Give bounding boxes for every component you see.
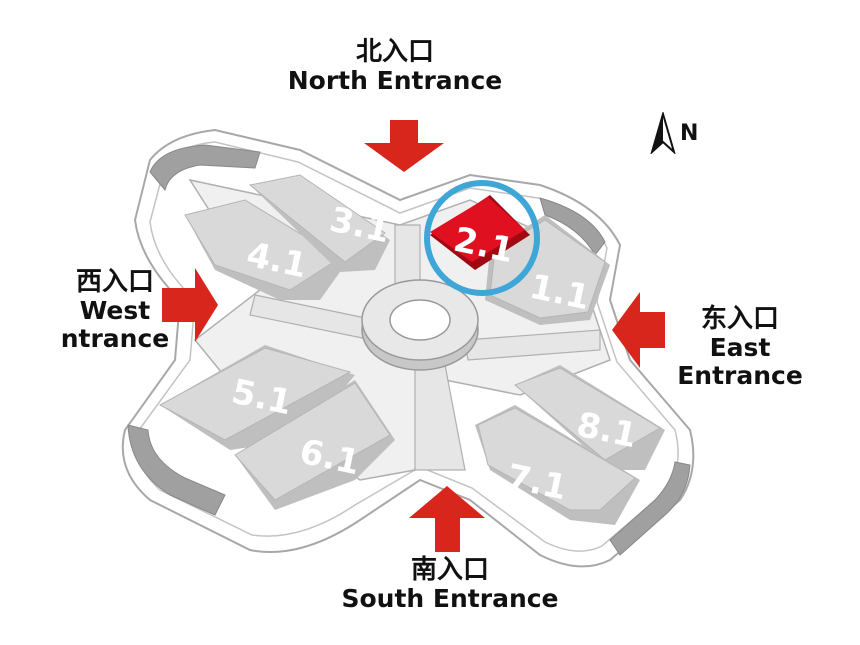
west-entrance-en-2: ntrance bbox=[60, 324, 170, 354]
east-entrance-en-1: East bbox=[709, 333, 771, 363]
east-entrance-cn: 东入口 bbox=[700, 304, 779, 334]
south-entrance-cn: 南入口 bbox=[410, 555, 489, 585]
north-entrance-cn: 北入口 bbox=[355, 37, 434, 67]
hall-3.1[interactable] bbox=[248, 174, 390, 272]
south-entrance-en: South Entrance bbox=[341, 584, 559, 614]
north-entrance-arrow bbox=[364, 120, 444, 172]
south-entrance-arrow bbox=[409, 486, 485, 552]
north-arrow-icon bbox=[650, 112, 676, 154]
central-ring bbox=[361, 279, 479, 371]
highlight-ring bbox=[424, 180, 540, 296]
hall-7.1[interactable] bbox=[475, 405, 640, 525]
north-entrance-en: North Entrance bbox=[287, 66, 503, 96]
west-entrance-label: 西入口 West ntrance bbox=[40, 267, 190, 354]
south-entrance-label: 南入口 South Entrance bbox=[330, 555, 570, 614]
hall-6.1[interactable] bbox=[234, 380, 395, 510]
hall-8.1[interactable] bbox=[514, 365, 665, 470]
hall-2.1[interactable] bbox=[430, 195, 530, 270]
west-entrance-arrow bbox=[162, 268, 218, 342]
end-caps bbox=[127, 144, 691, 556]
compass: N bbox=[650, 112, 698, 154]
hall-4.1[interactable] bbox=[184, 199, 345, 300]
west-entrance-en-1: West bbox=[79, 296, 151, 326]
compass-label: N bbox=[680, 120, 699, 146]
east-entrance-arrow bbox=[612, 292, 665, 368]
east-entrance-label: 东入口 East Entrance bbox=[665, 304, 815, 391]
north-entrance-label: 北入口 North Entrance bbox=[280, 37, 510, 96]
west-entrance-cn: 西入口 bbox=[75, 267, 154, 297]
east-entrance-en-2: Entrance bbox=[677, 361, 803, 391]
